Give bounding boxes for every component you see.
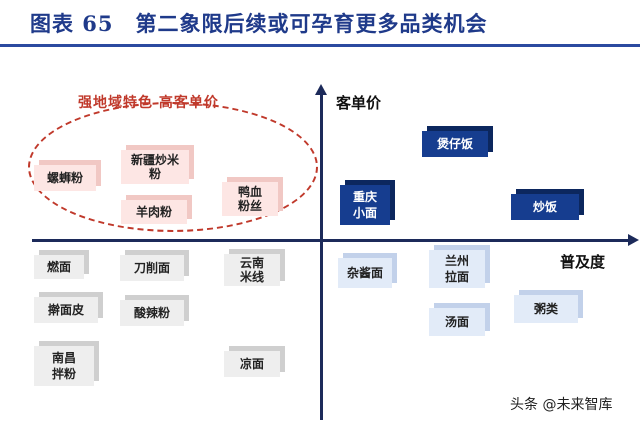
item-chaofan: 炒饭	[511, 194, 579, 220]
item-luosifen: 螺蛳粉	[34, 165, 96, 191]
title-underline	[0, 44, 640, 47]
item-ranmian: 燃面	[34, 255, 84, 279]
page-title: 图表 65 第二象限后续或可孕育更多品类机会	[30, 11, 488, 36]
y-axis-label: 客单价	[336, 94, 382, 112]
item-baozaifan: 煲仔饭	[422, 131, 488, 157]
watermark: 头条 @未来智库	[510, 397, 613, 413]
item-nanchang-banfen: 南昌拌粉	[34, 346, 94, 386]
y-axis-line	[320, 92, 323, 420]
item-zhoulei: 粥类	[514, 295, 578, 323]
x-axis-label: 普及度	[560, 253, 606, 271]
item-ganmianpi: 擀面皮	[34, 297, 98, 323]
item-daoxiaomian: 刀削面	[120, 255, 184, 281]
item-suanlafen: 酸辣粉	[120, 300, 184, 326]
item-liangmian: 凉面	[224, 351, 280, 377]
item-yangroufen: 羊肉粉	[121, 200, 187, 224]
item-xinjiang-chaomifen: 新疆炒米粉	[121, 150, 189, 184]
x-axis-arrow-icon	[628, 234, 639, 246]
item-yaxue-fensi: 鸭血粉丝	[222, 182, 278, 216]
y-axis-arrow-icon	[315, 84, 327, 95]
regional-highlight-ellipse	[28, 102, 318, 232]
regional-highlight-label: 强地域特色 高客单价	[78, 95, 219, 111]
item-yunnan-mixian: 云南米线	[224, 254, 280, 286]
item-lanzhou-lamian: 兰州拉面	[429, 250, 485, 288]
x-axis-line	[32, 239, 632, 242]
item-chongqing-xiaomian: 重庆小面	[340, 185, 390, 225]
item-zajiangmian: 杂酱面	[338, 258, 392, 288]
item-tangmian: 汤面	[429, 308, 485, 336]
